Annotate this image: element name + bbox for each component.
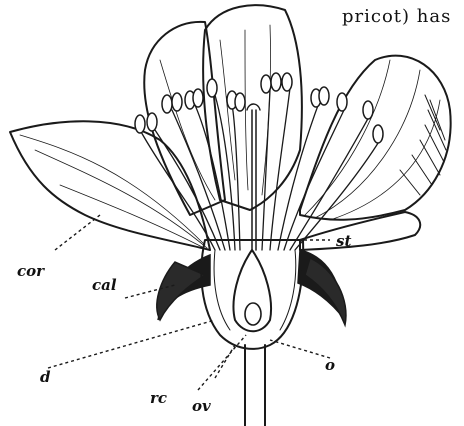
ovule <box>245 303 261 325</box>
label-d: d <box>40 368 51 386</box>
corolla <box>10 5 451 250</box>
receptacle <box>201 240 303 349</box>
label-st: st <box>336 232 351 250</box>
calyx-sepals <box>157 250 346 325</box>
label-cor: cor <box>17 262 45 280</box>
label-ov: ov <box>192 397 211 415</box>
label-rc: rc <box>150 389 167 407</box>
header-fragment: pricot) has <box>342 6 451 27</box>
label-o: o <box>325 356 335 374</box>
leader-lines <box>48 215 330 390</box>
label-cal: cal <box>92 276 117 294</box>
pedicel <box>245 345 265 426</box>
stamens <box>135 73 383 250</box>
